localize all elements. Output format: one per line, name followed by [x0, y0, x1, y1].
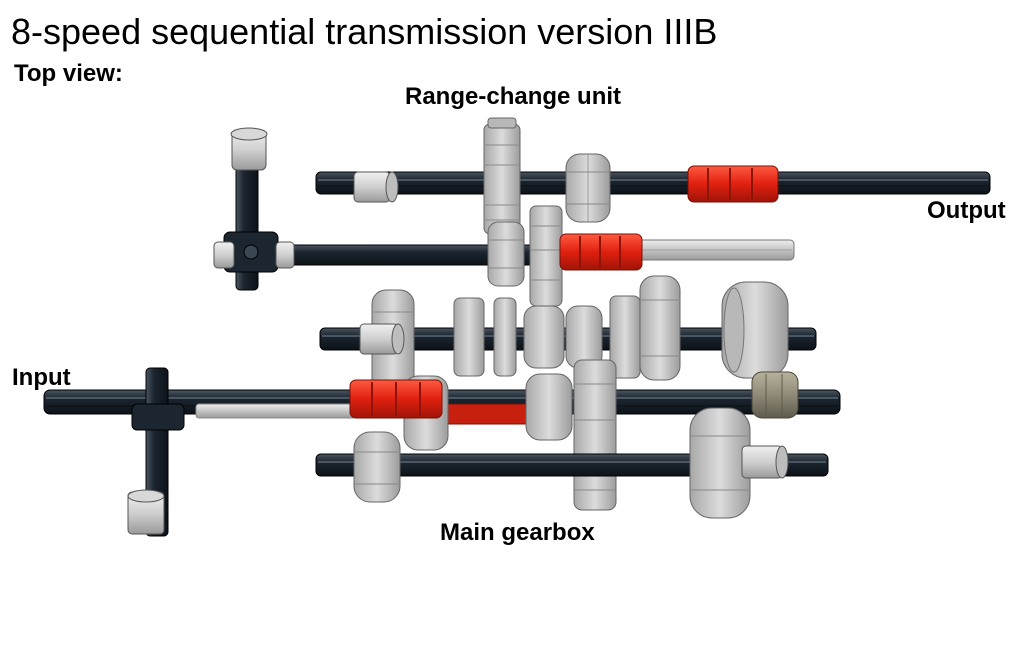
range-change-unit-label: Range-change unit — [405, 83, 622, 110]
input-clutch — [349, 379, 443, 419]
range-clutch — [559, 233, 643, 271]
shift-linkage — [213, 127, 295, 291]
main-gearbox — [43, 275, 841, 537]
lower-axle-gears — [353, 407, 789, 519]
input-crank — [127, 367, 185, 537]
output-clutch — [687, 165, 779, 203]
range-tall-gear — [529, 205, 563, 307]
upper-axle-bush — [359, 323, 405, 355]
range-lower-gear — [487, 221, 525, 287]
view-subtitle: Top view: — [14, 60, 123, 87]
input-label: Input — [12, 364, 71, 391]
driving-ring — [751, 371, 799, 419]
output-label: Output — [927, 197, 1006, 224]
range-knob-gear — [565, 153, 611, 223]
main-gearbox-label: Main gearbox — [440, 519, 595, 546]
range-change-unit — [213, 117, 991, 307]
diagram-title: 8-speed sequential transmission version … — [11, 11, 718, 52]
output-bush — [353, 171, 399, 203]
output-axle — [315, 171, 991, 195]
